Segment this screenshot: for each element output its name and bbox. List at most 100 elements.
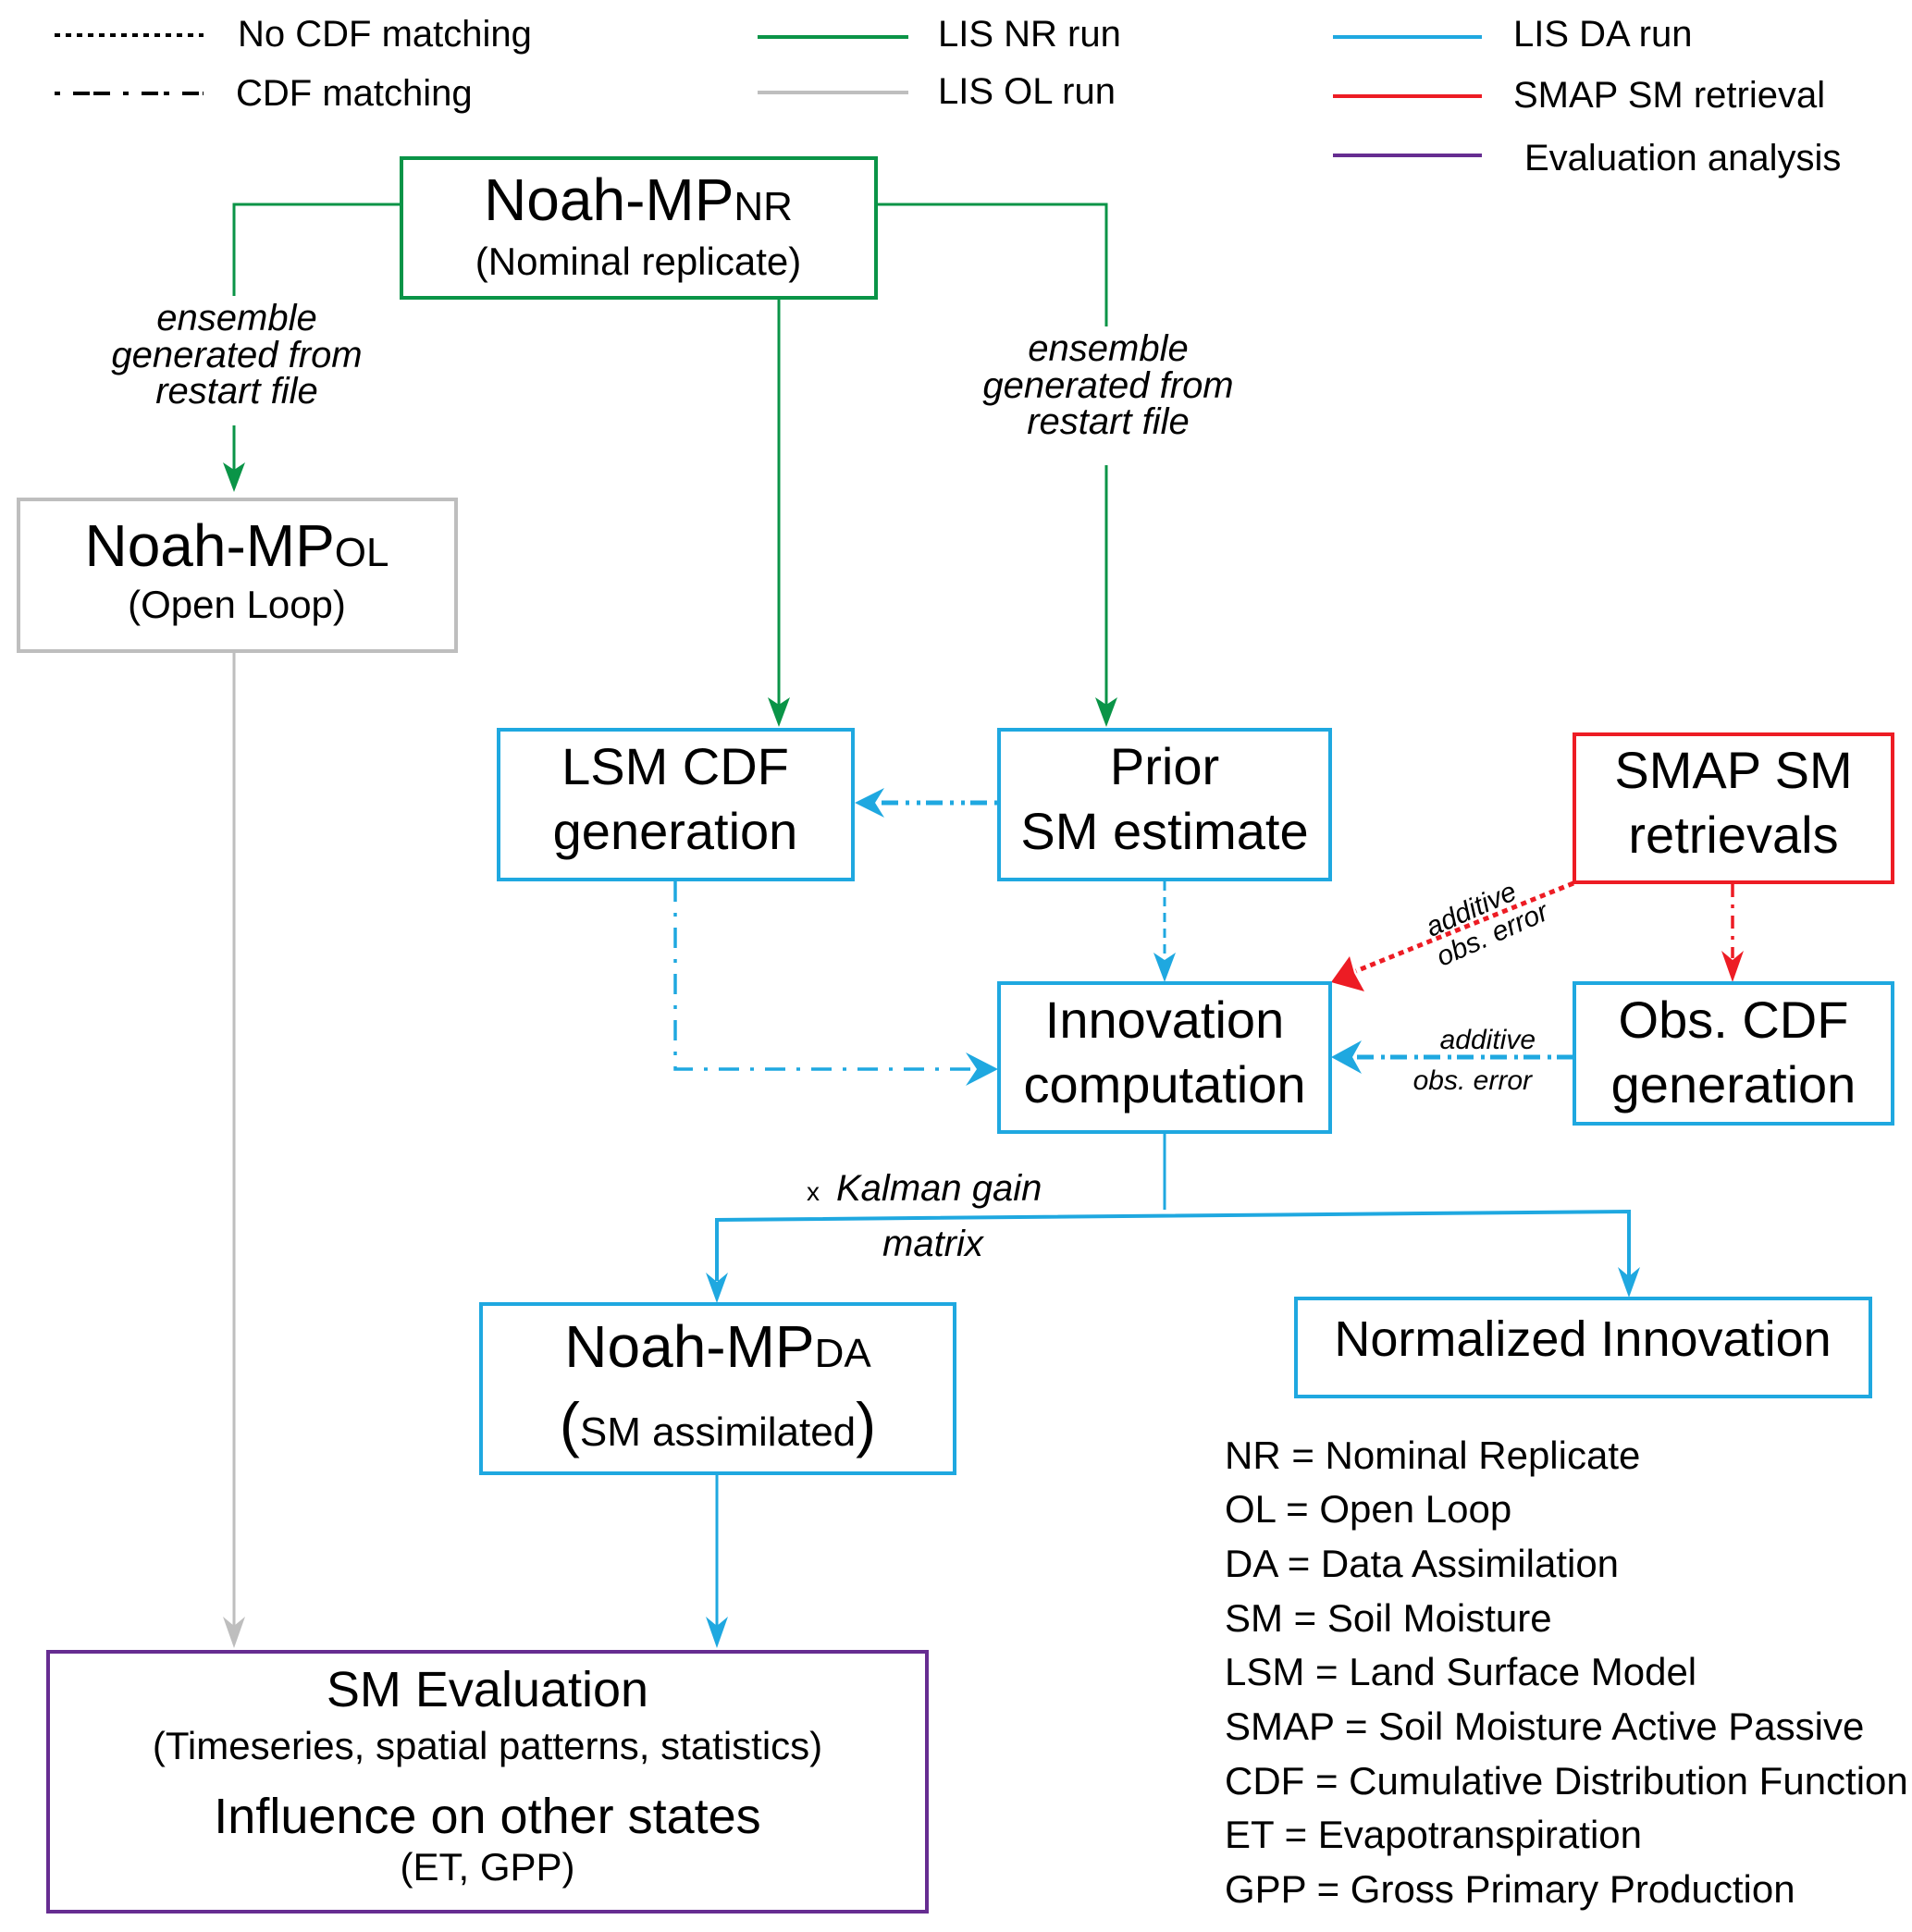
- node-obs-cdf-generation: Obs. CDF generation: [1573, 981, 1894, 1126]
- abbreviation-item: DA = Data Assimilation: [1225, 1542, 1619, 1585]
- legend-item-no-cdf: No CDF matching: [55, 14, 532, 55]
- svg-text:ensemble: ensemble: [156, 298, 316, 338]
- svg-text:additive: additive: [1440, 1025, 1536, 1055]
- abbreviation-item: GPP = Gross Primary Production: [1225, 1867, 1795, 1911]
- legend-label: LIS DA run: [1513, 14, 1692, 55]
- arrowhead-icon: [855, 788, 884, 818]
- node-border: [1294, 1297, 1872, 1398]
- node-border: [479, 1302, 956, 1475]
- legend: No CDF matching CDF matching LIS NR run …: [55, 14, 1841, 178]
- node-title: Noah-MPNR: [484, 166, 793, 233]
- legend-item-smap: SMAP SM retrieval: [1333, 75, 1825, 116]
- node-normalized-innovation: Normalized Innovation: [1294, 1297, 1872, 1398]
- node-subtitle: (Open Loop): [128, 583, 346, 626]
- arrowhead-icon: [1618, 1267, 1640, 1298]
- abbreviation-list: NR = Nominal Replicate OL = Open Loop DA…: [1225, 1434, 1908, 1911]
- node-line2: retrievals: [1628, 806, 1838, 864]
- node-noah-mp-nr: Noah-MPNR (Nominal replicate): [400, 156, 878, 300]
- abbreviation-item: LSM = Land Surface Model: [1225, 1650, 1696, 1693]
- legend-item-cdf: CDF matching: [55, 73, 473, 114]
- legend-item-eval: Evaluation analysis: [1333, 138, 1841, 178]
- node-line2: generation: [1611, 1055, 1856, 1114]
- node-line1: Innovation: [1045, 991, 1284, 1049]
- label-ensemble-left: ensemble generated from restart file: [111, 298, 362, 412]
- node-line2: generation: [553, 802, 798, 860]
- node-border: [997, 728, 1332, 881]
- abbreviation-item: ET = Evapotranspiration: [1225, 1813, 1642, 1856]
- abbreviation-item: SMAP = Soil Moisture Active Passive: [1225, 1704, 1864, 1748]
- abbreviation-item: OL = Open Loop: [1225, 1487, 1511, 1531]
- node-smap-sm-retrievals: SMAP SM retrievals: [1573, 732, 1894, 884]
- svg-text:x: x: [807, 1177, 820, 1206]
- abbreviation-item: NR = Nominal Replicate: [1225, 1434, 1640, 1477]
- node-border: [1573, 732, 1894, 884]
- legend-item-nr: LIS NR run: [758, 14, 1121, 55]
- label-smap-additive-error: additive obs. error: [1421, 876, 1553, 972]
- node-line3: Influence on other states: [214, 1789, 760, 1844]
- svg-text:generated from: generated from: [982, 365, 1233, 406]
- arrowhead-icon: [223, 1617, 245, 1648]
- arrowhead-icon: [1153, 953, 1176, 982]
- legend-label: LIS OL run: [938, 71, 1116, 112]
- arrowhead-icon: [1331, 1040, 1362, 1074]
- edge-nr-to-ol-upper: [232, 203, 401, 296]
- node-title: Noah-MPOL: [84, 512, 389, 579]
- edge-smap-to-innovation: [1355, 880, 1574, 974]
- legend-label: Evaluation analysis: [1524, 138, 1841, 178]
- node-line1: SM Evaluation: [327, 1662, 648, 1717]
- node-border: [46, 1650, 929, 1914]
- node-label: Normalized Innovation: [1334, 1311, 1831, 1367]
- node-line2: (Timeseries, spatial patterns, statistic…: [153, 1724, 822, 1767]
- legend-label: CDF matching: [236, 73, 473, 114]
- node-prior-sm-estimate: Prior SM estimate: [997, 728, 1332, 881]
- arrowhead-icon: [1095, 697, 1117, 727]
- connectors: [223, 203, 1744, 1648]
- node-sm-evaluation: SM Evaluation (Timeseries, spatial patte…: [46, 1650, 929, 1914]
- svg-text:obs. error: obs. error: [1413, 1065, 1533, 1096]
- svg-text:Kalman gain: Kalman gain: [836, 1168, 1042, 1209]
- legend-label: SMAP SM retrieval: [1513, 75, 1825, 116]
- label-obs-additive-error: additive obs. error: [1413, 1025, 1536, 1096]
- svg-text:restart file: restart file: [155, 371, 318, 412]
- arrowhead-icon: [768, 697, 790, 727]
- node-lsm-cdf-generation: LSM CDF generation: [497, 728, 855, 881]
- arrowhead-icon: [1331, 956, 1364, 991]
- node-line1: Obs. CDF: [1619, 991, 1849, 1049]
- arrowhead-icon: [223, 462, 245, 492]
- node-line1: SMAP SM: [1614, 741, 1852, 799]
- arrowhead-icon: [706, 1273, 728, 1303]
- node-line2: SM estimate: [1020, 802, 1308, 860]
- edge-nr-to-prior-upper: [876, 203, 1108, 326]
- node-border: [1573, 981, 1894, 1126]
- edge-kalman-split: [715, 1209, 1631, 1281]
- arrowhead-icon: [1721, 951, 1744, 982]
- label-kalman-gain: x Kalman gain matrix: [807, 1168, 1042, 1264]
- node-line4: (ET, GPP): [400, 1845, 574, 1889]
- node-line1: Prior: [1110, 737, 1219, 795]
- svg-text:restart file: restart file: [1027, 401, 1190, 442]
- node-noah-mp-ol: Noah-MPOL (Open Loop): [17, 498, 458, 653]
- node-subtitle: (Nominal replicate): [475, 240, 801, 283]
- node-border: [400, 156, 878, 300]
- node-title: Noah-MPDA: [564, 1313, 871, 1380]
- label-ensemble-right: ensemble generated from restart file: [982, 328, 1233, 442]
- node-border: [997, 981, 1332, 1134]
- node-border: [17, 498, 458, 653]
- legend-label: LIS NR run: [938, 14, 1121, 55]
- svg-text:matrix: matrix: [882, 1224, 985, 1264]
- arrowhead-icon: [966, 1052, 998, 1086]
- legend-item-ol: LIS OL run: [758, 71, 1116, 112]
- node-line1: LSM CDF: [561, 737, 789, 795]
- node-line2: computation: [1023, 1055, 1305, 1114]
- node-noah-mp-da: Noah-MPDA (SM assimilated): [479, 1302, 956, 1475]
- abbreviation-item: SM = Soil Moisture: [1225, 1596, 1552, 1640]
- svg-text:generated from: generated from: [111, 335, 362, 375]
- node-subtitle: (SM assimilated): [560, 1390, 876, 1458]
- svg-text:ensemble: ensemble: [1028, 328, 1188, 369]
- node-border: [497, 728, 855, 881]
- edge-lsm-cdf-to-innovation: [673, 881, 971, 1071]
- legend-label: No CDF matching: [238, 14, 532, 55]
- abbreviation-item: CDF = Cumulative Distribution Function: [1225, 1759, 1908, 1803]
- legend-item-da: LIS DA run: [1333, 14, 1692, 55]
